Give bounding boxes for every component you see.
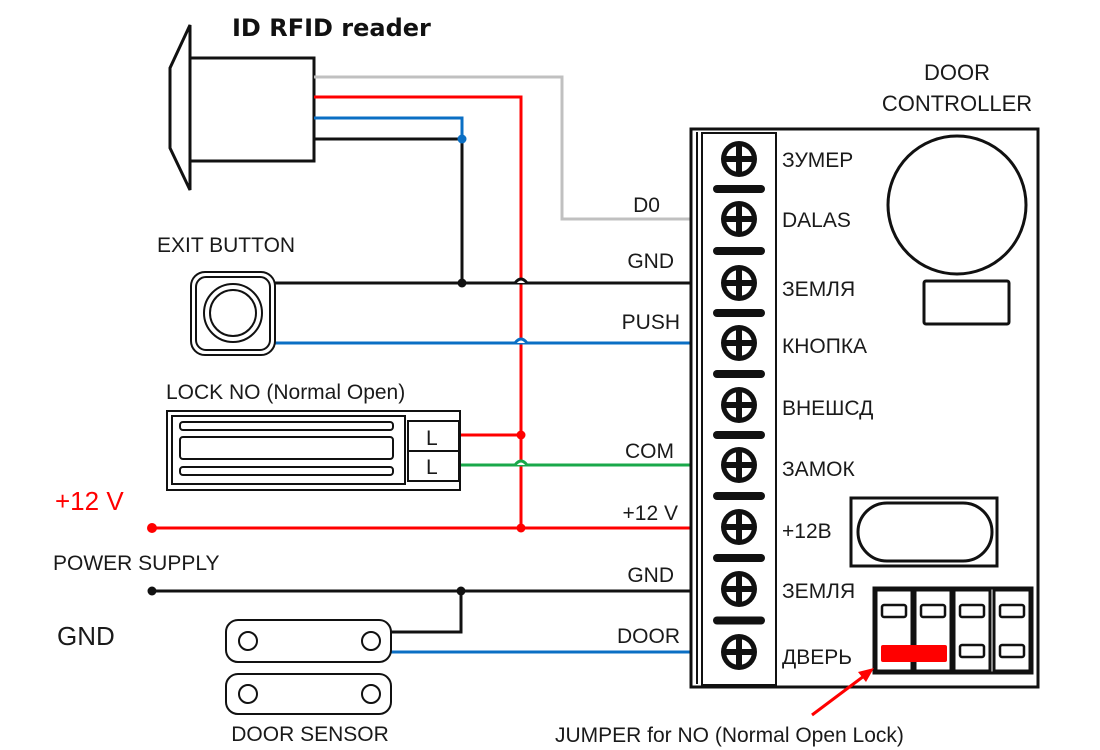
rfid-reader-title: ID RFID reader [232, 14, 431, 42]
crystal-housing [849, 496, 999, 568]
wire-reader-plus12 [314, 95, 523, 528]
terminal-separator [713, 616, 765, 625]
lock: L L [166, 410, 461, 491]
wire-reader-gnd [314, 137, 464, 283]
terminal-separator [713, 247, 765, 255]
power-plus-terminal [147, 523, 157, 533]
junction-blue-black [457, 134, 467, 144]
power-gnd-terminal [147, 586, 157, 596]
lock-terminal-2-label: L [426, 456, 438, 479]
lock-terminal-2 [407, 450, 460, 482]
label-door: DOOR [617, 625, 680, 648]
controller-title-line2: CONTROLLER [882, 91, 1032, 116]
jumper-column [952, 588, 992, 673]
terminal-screw [721, 447, 757, 483]
wire-hop [513, 277, 529, 284]
jumper-column [874, 588, 914, 673]
exit-button [190, 271, 276, 356]
terminal-screw [721, 265, 757, 301]
rfid-reader-body [188, 56, 316, 163]
terminal-screw [721, 141, 757, 177]
terminal-screw [721, 571, 757, 607]
jumper-pin [958, 603, 986, 619]
rfid-reader-face [168, 24, 192, 191]
rfid-reader [168, 24, 316, 191]
terminal-separator [713, 370, 765, 378]
terminal-label: ЗУМЕР [782, 149, 853, 172]
controller-title-line1: DOOR [924, 60, 990, 85]
label-gnd-bottom: GND [627, 564, 674, 587]
jumper-block [872, 586, 1034, 675]
power-plus-label: +12 V [55, 486, 124, 516]
terminal-separator [713, 309, 765, 317]
terminal-block: ЗУМЕР DALAS ЗЕМЛЯ КНОПКА ВНЕШСД ЗАМОК +12В ЗЕМЛ… [713, 141, 873, 670]
junction-lock-plus [516, 430, 526, 440]
terminal-screw [721, 387, 757, 423]
jumper-arrow [811, 671, 869, 717]
terminal-screw [721, 634, 757, 670]
terminal-label: КНОПКА [782, 335, 867, 358]
terminal-label: ЗАМОК [782, 458, 856, 481]
terminal-separator [713, 431, 765, 439]
junction-plus12 [516, 523, 526, 533]
label-d0: D0 [633, 194, 660, 217]
jumper-pin [998, 603, 1026, 619]
jumper-pin [998, 643, 1026, 659]
terminal-label: DALAS [782, 209, 851, 232]
junction-gnd-top [457, 278, 467, 288]
wire-hop [513, 459, 529, 466]
terminal-label: ДВЕРЬ [782, 646, 852, 669]
door-controller: ЗУМЕР DALAS ЗЕМЛЯ КНОПКА ВНЕШСД ЗАМОК +12В ЗЕМЛ… [689, 127, 1040, 689]
terminal-label: +12В [782, 520, 832, 543]
terminal-screw [721, 509, 757, 545]
power-gnd-label: GND [57, 621, 115, 651]
jumper-housing [872, 586, 1034, 675]
crystal [856, 501, 994, 563]
wire-reader-blue [314, 116, 464, 139]
jumper-pin [880, 603, 908, 619]
terminal-screw [721, 201, 757, 237]
terminal-label: ВНЕШСД [782, 397, 873, 420]
jumper-column [992, 588, 1032, 673]
door-sensor [225, 619, 392, 715]
wire-sensor-gnd [390, 591, 463, 634]
terminal-screw [721, 325, 757, 361]
label-gnd-top: GND [627, 250, 674, 273]
terminal-separator [713, 185, 765, 193]
chip [922, 279, 1011, 326]
wire-d0 [314, 75, 722, 221]
terminal-label: ЗЕМЛЯ [782, 580, 855, 603]
terminal-separator [713, 492, 765, 500]
jumper-pin [919, 603, 947, 619]
exit-button-label: EXIT BUTTON [157, 234, 295, 257]
power-supply-label: POWER SUPPLY [53, 552, 219, 575]
door-sensor-label: DOOR SENSOR [231, 723, 389, 746]
jumper-arrow-head [858, 668, 874, 682]
lock-terminal-1-label: L [426, 427, 438, 450]
lock-label: LOCK NO (Normal Open) [166, 381, 405, 404]
jumper-note: JUMPER for NO (Normal Open Lock) [555, 724, 904, 747]
wire-hop [513, 337, 529, 344]
terminal-separator [713, 554, 765, 562]
label-plus12: +12 V [623, 502, 678, 525]
terminal-label: ЗЕМЛЯ [782, 278, 855, 301]
buzzer [886, 134, 1028, 276]
label-com: COM [625, 440, 674, 463]
jumper-pin [958, 643, 986, 659]
jumper-column [913, 588, 953, 673]
jumper-cap[interactable] [881, 645, 947, 662]
label-push: PUSH [622, 311, 680, 334]
